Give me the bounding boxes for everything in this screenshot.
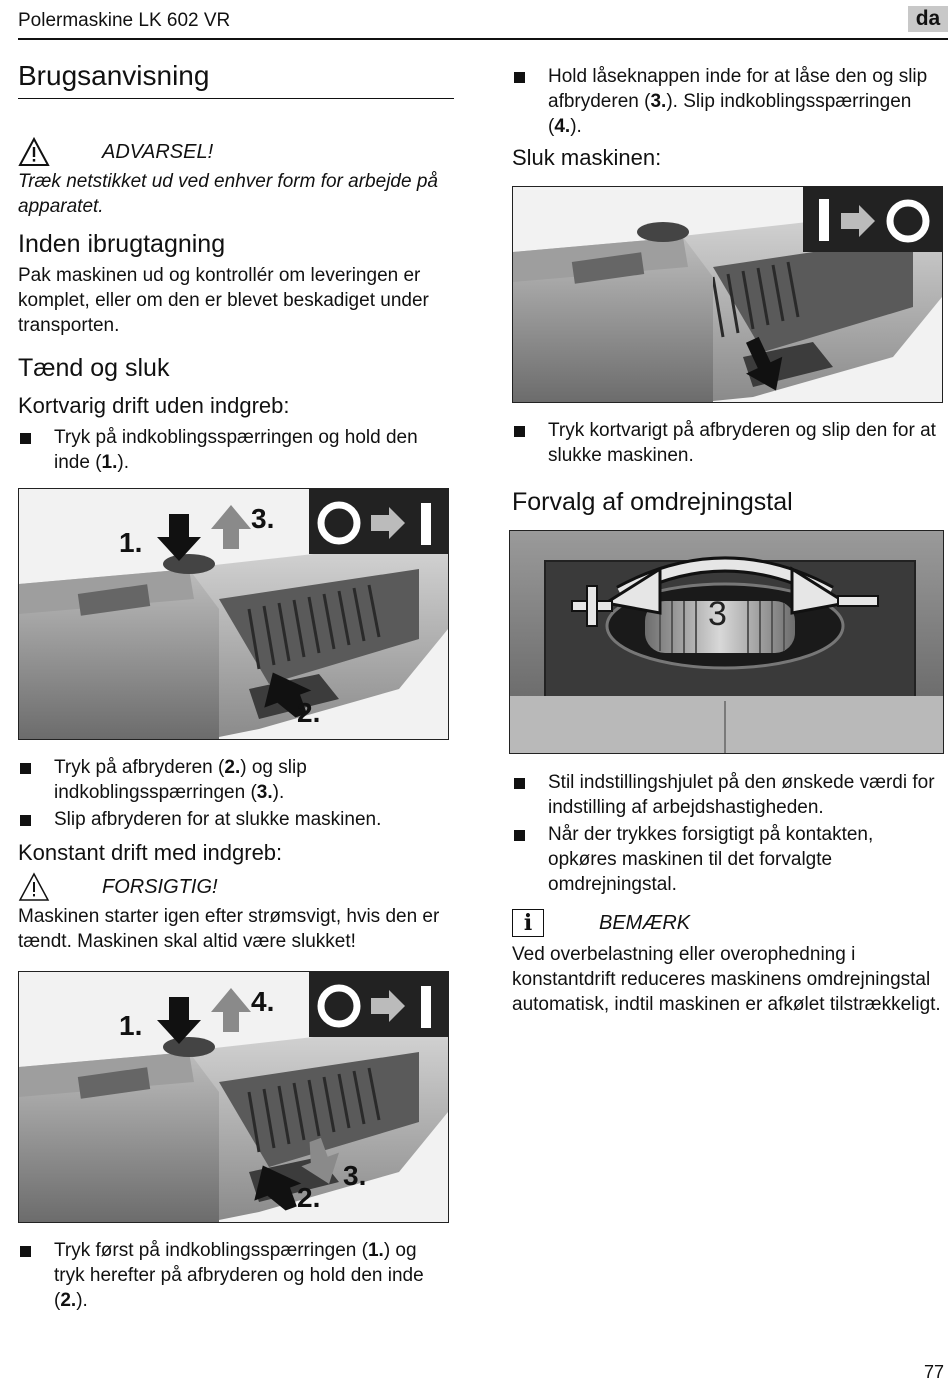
bullet-square-icon bbox=[514, 72, 525, 83]
figure-speed-dial: 3 bbox=[509, 530, 944, 754]
onoff-heading: Tænd og sluk bbox=[18, 354, 170, 382]
before-use-text: Pak maskinen ud og kontrollér om leverin… bbox=[18, 265, 429, 336]
bullet-square-icon bbox=[20, 1246, 31, 1257]
figure-switch-off bbox=[512, 186, 943, 403]
figure-label-1: 1. bbox=[119, 1010, 143, 1041]
title-rule bbox=[18, 98, 454, 99]
page-number: 77 bbox=[923, 1362, 944, 1382]
note-label: BEMÆRK bbox=[599, 911, 691, 934]
list-item: Tryk først på indkoblingsspærringen (1.)… bbox=[18, 1238, 450, 1313]
caution-label: FORSIGTIG! bbox=[102, 875, 218, 898]
machine-illustration-1 bbox=[19, 489, 448, 739]
onoff-section: Tænd og sluk Kortvarig drift uden indgre… bbox=[18, 354, 450, 477]
list-item: Tryk kortvarigt på afbryderen og slip de… bbox=[512, 418, 944, 468]
before-use-heading: Inden ibrugtagning bbox=[18, 230, 226, 258]
warning-triangle-icon bbox=[18, 137, 50, 166]
speed-dial-illustration bbox=[510, 531, 943, 753]
short-run-steps: Tryk på afbryderen (2.) og slip indkobli… bbox=[18, 755, 450, 834]
dial-value: 3 bbox=[708, 595, 727, 633]
list-item: Tryk på afbryderen (2.) og slip indkobli… bbox=[18, 755, 450, 805]
continuous-section: Konstant drift med indgreb: FORSIGTIG! M… bbox=[18, 840, 450, 954]
speed-heading: Forvalg af omdrejningstal bbox=[512, 488, 793, 516]
speed-section: Forvalg af omdrejningstal bbox=[512, 488, 944, 517]
bullet-square-icon bbox=[514, 426, 525, 437]
page-title: Brugsanvisning bbox=[18, 60, 210, 91]
list-item: Slip afbryderen for at slukke maskinen. bbox=[18, 807, 450, 832]
note-text: Ved overbelastning eller overophedning i… bbox=[512, 944, 941, 1015]
header-rule bbox=[18, 38, 948, 40]
machine-illustration-3 bbox=[513, 187, 942, 402]
list-item: Stil indstillingshjulet på den ønskede v… bbox=[512, 770, 944, 820]
machine-illustration-2 bbox=[19, 972, 448, 1222]
list-item: Når der trykkes forsigtigt på kontakten,… bbox=[512, 822, 944, 897]
list-item: Tryk på indkoblingsspærringen og hold de… bbox=[18, 425, 450, 475]
document-header-title: Polermaskine LK 602 VR bbox=[18, 10, 231, 31]
list-item: Hold låseknappen inde for at låse den og… bbox=[512, 64, 944, 139]
note-block: i BEMÆRK Ved overbelastning eller overop… bbox=[512, 908, 944, 1017]
bullet-square-icon bbox=[20, 433, 31, 444]
figure-label-1: 1. bbox=[119, 527, 143, 558]
info-icon: i bbox=[512, 909, 544, 937]
bullet-square-icon bbox=[20, 763, 31, 774]
continuous-steps: Tryk først på indkoblingsspærringen (1.)… bbox=[18, 1238, 450, 1315]
language-badge: da bbox=[908, 6, 948, 32]
figure-label-2: 2. bbox=[297, 1182, 321, 1213]
caution-text: Maskinen starter igen efter strømsvigt, … bbox=[18, 906, 440, 952]
speed-steps: Stil indstillingshjulet på den ønskede v… bbox=[512, 770, 944, 899]
warning-text: Træk netstikket ud ved enhver form for a… bbox=[18, 171, 438, 217]
switch-off-steps: Tryk kortvarigt på afbryderen og slip de… bbox=[512, 418, 944, 470]
switch-off-heading: Sluk maskinen: bbox=[512, 145, 662, 170]
continuous-heading: Konstant drift med indgreb: bbox=[18, 840, 283, 865]
caution-triangle-icon bbox=[18, 872, 50, 901]
lock-steps: Hold låseknappen inde for at låse den og… bbox=[512, 64, 944, 171]
before-use-section: Inden ibrugtagning Pak maskinen ud og ko… bbox=[18, 230, 450, 338]
figure-label-4: 4. bbox=[251, 986, 275, 1017]
figure-label-2: 2. bbox=[297, 697, 321, 728]
figure-switch-on-continuous: 1. 4. 2. 3. bbox=[18, 971, 449, 1223]
left-column: Brugsanvisning bbox=[18, 60, 454, 99]
figure-label-3: 3. bbox=[251, 503, 275, 534]
warning-block: ADVARSEL! Træk netstikket ud ved enhver … bbox=[18, 137, 450, 219]
short-run-heading: Kortvarig drift uden indgreb: bbox=[18, 393, 290, 418]
warning-label: ADVARSEL! bbox=[102, 140, 214, 163]
bullet-square-icon bbox=[20, 815, 31, 826]
figure-switch-on-short: 1. 3. 2. bbox=[18, 488, 449, 740]
bullet-square-icon bbox=[514, 778, 525, 789]
figure-label-3: 3. bbox=[343, 1160, 367, 1191]
bullet-square-icon bbox=[514, 830, 525, 841]
